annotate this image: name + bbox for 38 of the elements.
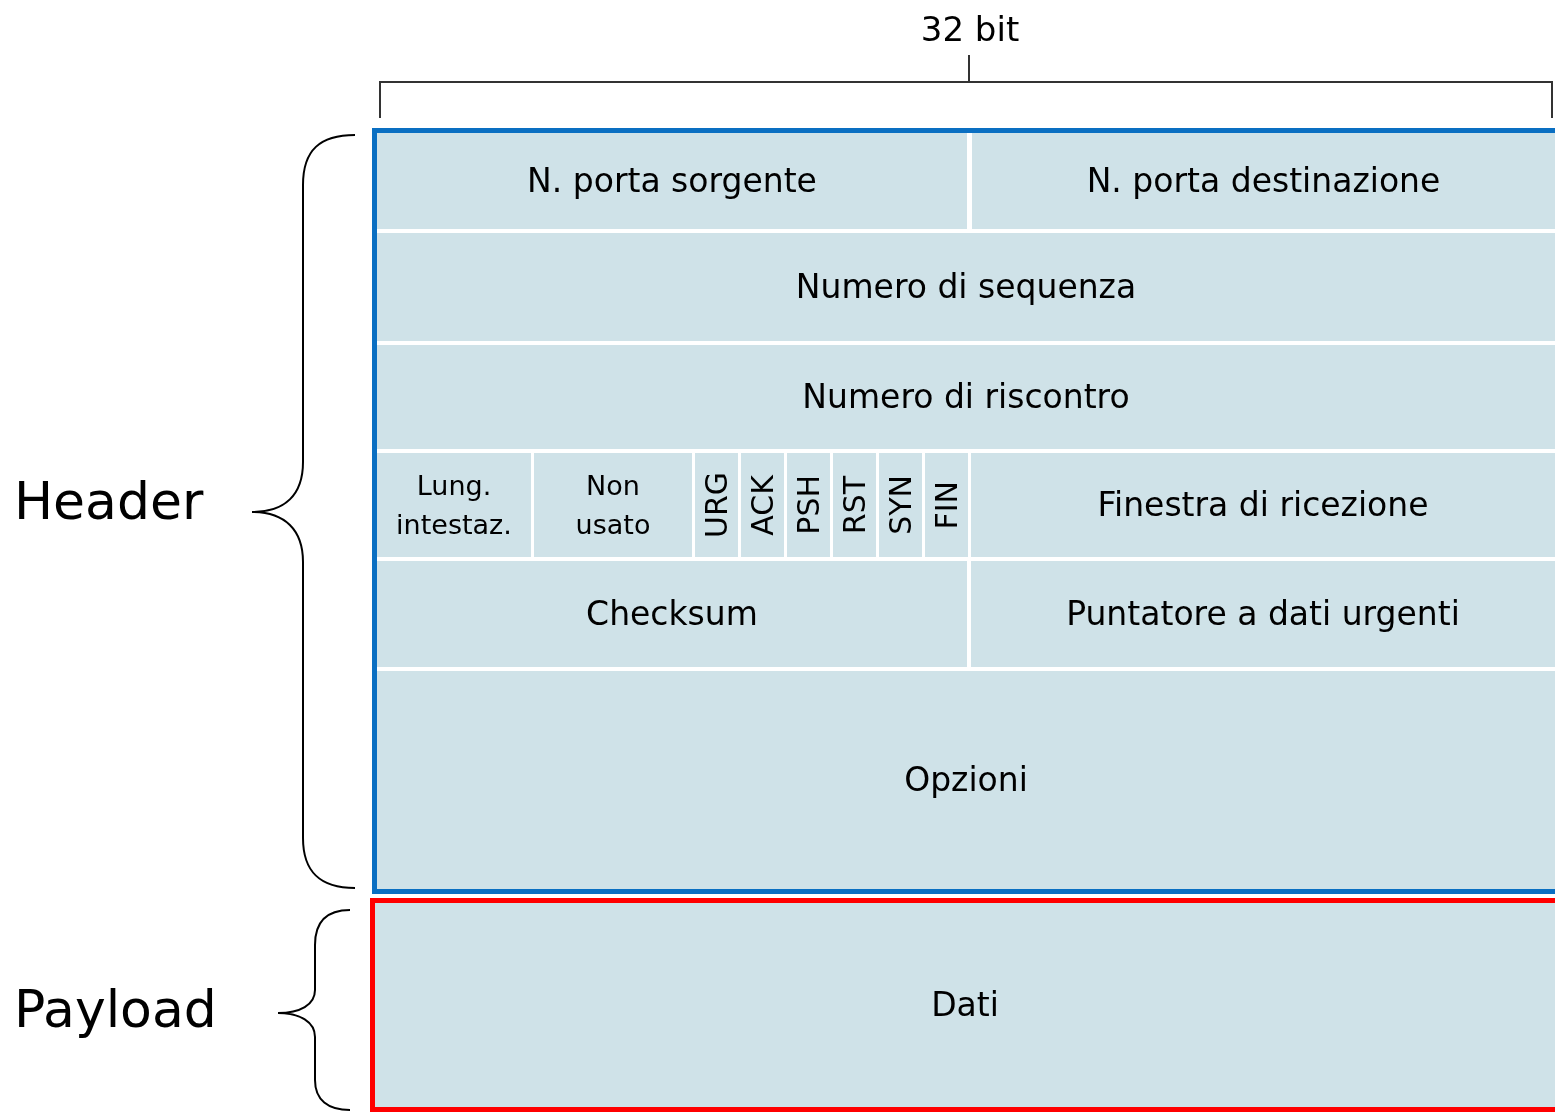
field-cell: [971, 453, 1555, 557]
field-label: Opzioni: [904, 758, 1028, 801]
flag-cell: [787, 453, 830, 557]
header-frame: [372, 128, 1555, 894]
flag-cell: [879, 453, 922, 557]
brace-label: Payload: [14, 978, 217, 1041]
field-label: SYN: [885, 475, 916, 535]
field-label: Dati: [931, 983, 999, 1026]
field-label: Numero di sequenza: [795, 265, 1137, 308]
field-cell: [377, 561, 967, 667]
field-label: URG: [701, 471, 732, 539]
field-cell: [377, 453, 531, 557]
field-label: ACK: [747, 474, 778, 536]
field-label: Non usato: [574, 468, 652, 542]
payload-box: [370, 898, 1555, 1112]
field-cell: [377, 233, 1555, 341]
field-label: N. porta destinazione: [1086, 159, 1441, 202]
field-label: Lung. intestaz.: [395, 468, 513, 542]
field-label: Puntatore a dati urgenti: [1066, 592, 1460, 635]
flag-cell: [833, 453, 876, 557]
dimension-label: 32 bit: [919, 8, 1021, 51]
flag-cell: [741, 453, 784, 557]
field-label: Finestra di ricezione: [1097, 483, 1429, 526]
brace-label: Header: [14, 470, 204, 533]
flag-cell: [925, 453, 968, 557]
field-label: FIN: [931, 480, 962, 530]
flag-cell: [695, 453, 738, 557]
field-label: Checksum: [586, 592, 758, 635]
field-label: Numero di riscontro: [802, 375, 1130, 418]
field-label: RST: [839, 475, 870, 535]
field-label: PSH: [793, 475, 824, 535]
field-cell: [972, 133, 1555, 229]
field-cell: [971, 561, 1555, 667]
field-cell: [534, 453, 692, 557]
field-cell: [377, 133, 967, 229]
field-label: N. porta sorgente: [527, 159, 817, 202]
field-cell: [377, 345, 1555, 449]
field-cell: [377, 671, 1555, 889]
